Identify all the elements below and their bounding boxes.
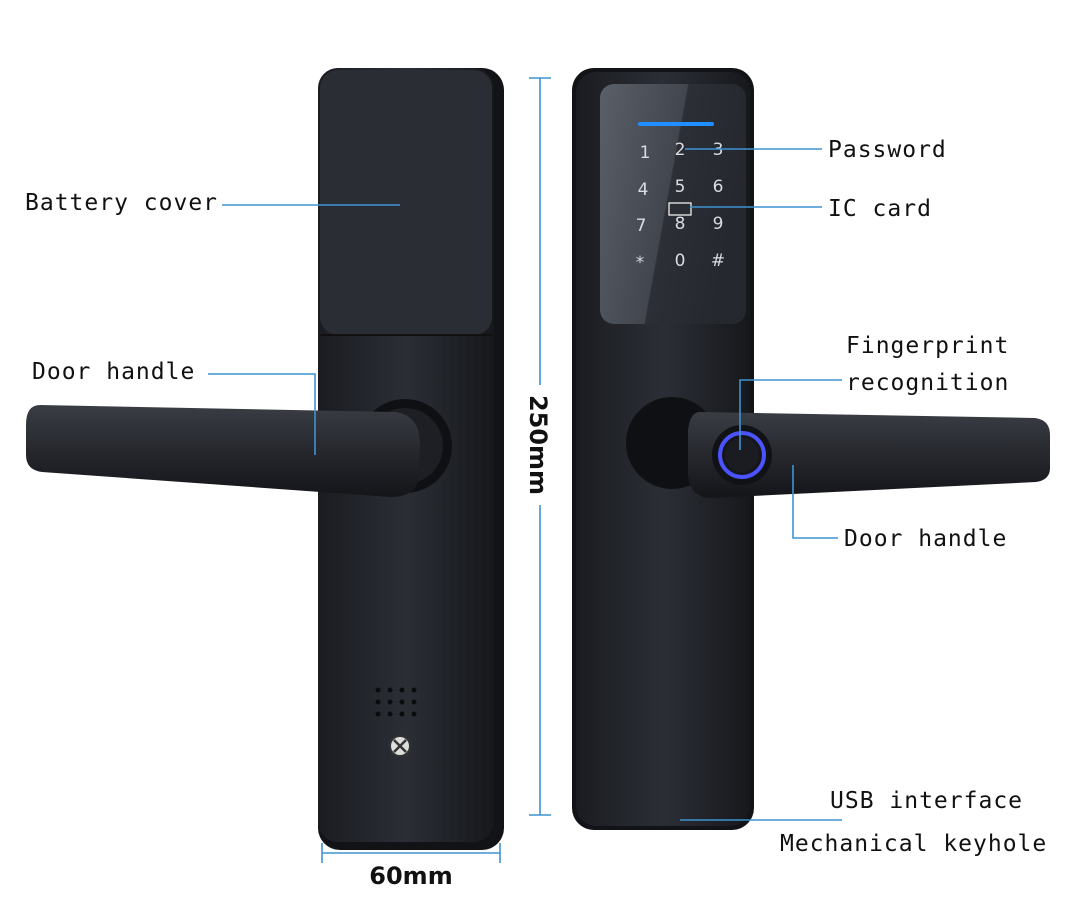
key-0[interactable]: 0 [675, 251, 686, 271]
fingerprint-label-line2: recognition [846, 370, 1009, 396]
speaker-grille [375, 687, 417, 717]
password-label: Password [828, 137, 947, 163]
key-4[interactable]: 4 [638, 180, 649, 200]
key-8[interactable]: 8 [675, 214, 686, 234]
ic-card-label: IC card [828, 196, 932, 222]
key-2[interactable]: 2 [675, 140, 686, 160]
key-3[interactable]: 3 [713, 140, 724, 160]
fingerprint-sensor-icon [712, 425, 772, 485]
key-1[interactable]: 1 [640, 143, 651, 163]
door-handle-right-label: Door handle [844, 526, 1007, 552]
left-lock-back [26, 68, 504, 850]
keypad-screen [600, 84, 746, 324]
door-handle-left-label: Door handle [32, 359, 195, 385]
mechanical-keyhole-label: Mechanical keyhole [780, 831, 1047, 857]
battery-cover [320, 70, 492, 335]
key-9[interactable]: 9 [713, 214, 724, 234]
key-star[interactable]: * [636, 253, 645, 273]
key-5[interactable]: 5 [675, 177, 686, 197]
right-door-handle [688, 412, 1050, 498]
key-7[interactable]: 7 [636, 216, 647, 236]
keypad: 1 2 3 4 5 6 7 8 9 * 0 # [636, 140, 726, 273]
key-6[interactable]: 6 [713, 177, 724, 197]
height-label: 250mm [524, 395, 552, 495]
fingerprint-label-line1: Fingerprint [846, 333, 1009, 359]
left-door-handle [26, 405, 420, 497]
battery-cover-label: Battery cover [25, 190, 218, 216]
right-lock-front: 1 2 3 4 5 6 7 8 9 * 0 # [572, 68, 1050, 830]
ic-card-icon [668, 202, 692, 216]
screw-icon [389, 735, 411, 757]
height-dimension: 250mm [524, 77, 554, 816]
width-label: 60mm [369, 862, 452, 890]
callouts: Battery cover Door handle Password IC ca… [25, 137, 1047, 857]
key-hash[interactable]: # [711, 251, 725, 271]
width-dimension: 60mm [321, 843, 501, 890]
usb-interface-label: USB interface [830, 788, 1023, 814]
